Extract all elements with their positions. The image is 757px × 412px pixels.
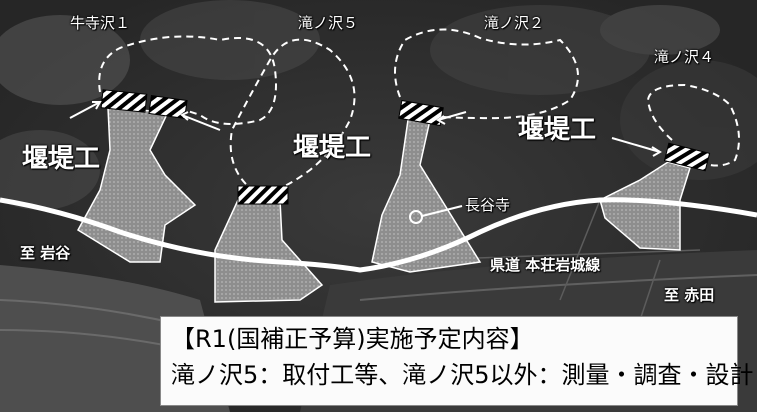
label-entei-left: 堰堤工 xyxy=(22,144,101,174)
label-kendo-honjo-iwaki: 県道 本荘岩城線 xyxy=(490,256,601,274)
label-takinosawa4: 滝ノ沢４ xyxy=(654,48,715,66)
boundary-takinosawa2 xyxy=(394,28,579,120)
arrow xyxy=(611,137,661,153)
temple-marker xyxy=(409,210,423,224)
catchment-boundaries xyxy=(98,28,740,193)
plan-caption-box: 【R1(国補正予算)実施予定内容】 滝ノ沢5：取付工等、滝ノ沢5以外：測量・調査… xyxy=(160,316,754,406)
prefectural-road xyxy=(0,197,757,273)
arrowhead xyxy=(651,146,662,157)
area-takinosawa4 xyxy=(599,161,691,251)
label-takinosawa5: 滝ノ沢５ xyxy=(298,14,359,32)
arrowhead xyxy=(180,111,189,121)
arrowhead xyxy=(436,115,446,125)
label-ushiterasawa1: 牛寺沢１ xyxy=(70,14,131,32)
label-entei-center: 堰堤工 xyxy=(293,133,372,163)
area-takinosawa2 xyxy=(371,119,482,273)
boundary-takinosawa5 xyxy=(229,38,356,193)
vegetation-texture xyxy=(0,0,757,210)
dam-marker xyxy=(237,185,289,205)
boundary-ushiterasawa1 xyxy=(98,35,277,125)
construction-areas xyxy=(76,107,691,303)
leader-arrows xyxy=(69,101,662,217)
arrow xyxy=(181,114,221,131)
caption-detail: 滝ノ沢5：取付工等、滝ノ沢5以外：測量・調査・設計 xyxy=(171,361,754,389)
dam-marker xyxy=(148,95,188,119)
caption-title: 【R1(国補正予算)実施予定内容】 xyxy=(171,325,534,353)
arrow xyxy=(69,101,101,119)
label-takinosawa2: 滝ノ沢２ xyxy=(484,14,545,32)
label-chokokuji: 長谷寺 xyxy=(465,196,511,214)
label-entei-right: 堰堤工 xyxy=(518,115,597,145)
arrowhead xyxy=(92,101,102,110)
arrow xyxy=(437,111,467,121)
dam-marker xyxy=(663,142,711,172)
dam-marker xyxy=(100,89,148,113)
dam-markers xyxy=(100,89,711,205)
label-to-akata: 至 赤田 xyxy=(664,286,715,304)
area-takinosawa5 xyxy=(214,199,324,303)
label-to-iwaya: 至 岩谷 xyxy=(20,244,71,262)
arrow xyxy=(421,205,463,217)
